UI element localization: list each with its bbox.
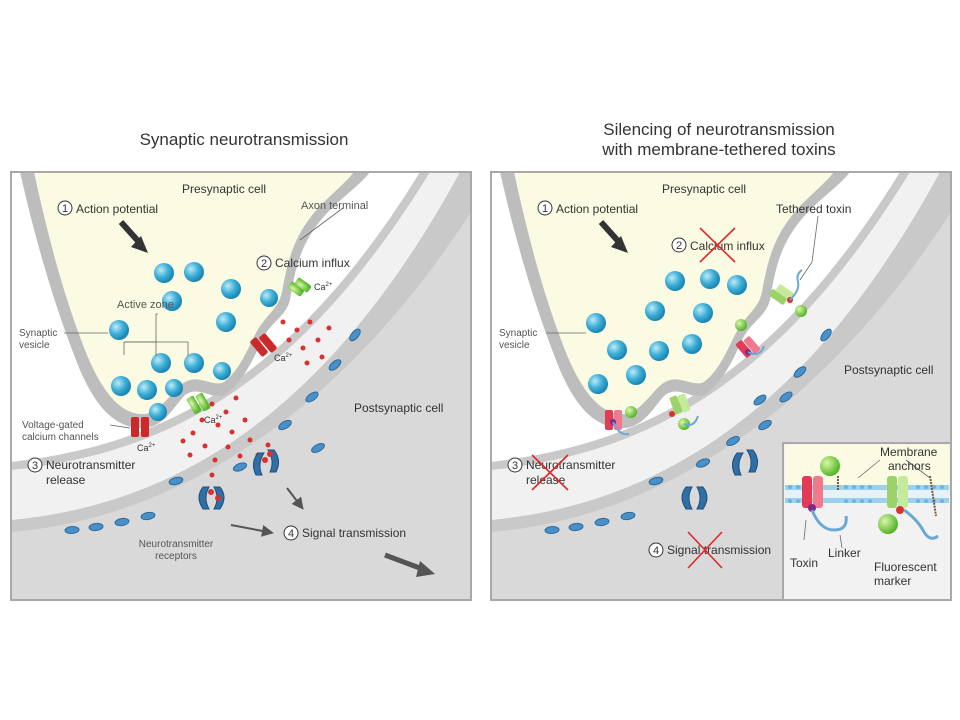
left-panel-title: Synaptic neurotransmission (140, 130, 349, 149)
svg-text:3: 3 (32, 460, 38, 472)
synaptic-vesicle-label-2: vesicle (19, 340, 50, 351)
step-1-right: 1 Action potential (537, 200, 638, 216)
svg-text:1: 1 (542, 203, 548, 215)
svg-text:Calcium influx: Calcium influx (690, 239, 765, 253)
svg-text:Neurotransmitter: Neurotransmitter (46, 458, 135, 472)
blocked-x-icon (699, 227, 736, 263)
svg-text:2: 2 (676, 240, 682, 252)
neurotransmitter-molecules (180, 319, 332, 478)
active-zone-label: Active zone (117, 299, 174, 311)
svg-text:Ca2+: Ca2+ (204, 415, 223, 425)
svg-text:4: 4 (288, 528, 294, 540)
right-panel-title-line2: with membrane-tethered toxins (601, 140, 835, 159)
postsynaptic-receptors-right (681, 449, 759, 510)
toxin-label: Toxin (790, 556, 818, 570)
svg-text:2: 2 (261, 258, 267, 270)
voltage-gated-label-2: calcium channels (22, 432, 99, 443)
right-panel: Silencing of neurotransmission with memb… (490, 120, 952, 601)
svg-text:Ca2+: Ca2+ (137, 443, 156, 453)
calcium-channel (186, 277, 312, 415)
step-2-right: 2 Calcium influx (671, 227, 765, 263)
svg-text:Calcium influx: Calcium influx (275, 256, 350, 270)
blocked-x-icon (531, 454, 569, 491)
axon-terminal-label: Axon terminal (301, 200, 368, 212)
step-3-right: 3 Neurotransmitter release (507, 454, 615, 491)
tethered-toxin-label: Tethered toxin (776, 202, 851, 216)
membrane-anchors-label-2: anchors (888, 459, 931, 473)
step-4: 4 Signal transmission (283, 525, 406, 541)
linker-label: Linker (828, 546, 861, 560)
voltage-gated-label: Voltage-gated (22, 420, 84, 431)
synaptic-vesicles-right (586, 269, 747, 394)
left-panel: Synaptic neurotransmission (10, 130, 472, 601)
postsynaptic-cell-label: Postsynaptic cell (354, 401, 443, 415)
step-2: 2 Calcium influx (256, 255, 350, 271)
synaptic-vesicles (109, 262, 278, 421)
postsynaptic-membrane-pores-right (544, 328, 832, 535)
svg-text:Ca2+: Ca2+ (314, 282, 333, 292)
calcium-ion-labels: Ca2+ Ca2+ Ca2+ Ca2+ (137, 282, 333, 453)
synaptic-vesicle-label: Synaptic (19, 328, 57, 339)
synaptic-vesicle-label-right: Synaptic (499, 328, 537, 339)
receptors-label-2: receptors (155, 551, 197, 562)
svg-text:3: 3 (512, 460, 518, 472)
step-3: 3 Neurotransmitter release (27, 457, 135, 487)
postsynaptic-membrane-pores (64, 328, 361, 535)
fluorescent-marker-label-2: marker (874, 574, 911, 588)
svg-text:Signal transmission: Signal transmission (667, 543, 771, 557)
voltage-gated-channel (131, 333, 277, 437)
blocked-x-icon (687, 531, 723, 569)
svg-text:Neurotransmitter: Neurotransmitter (526, 458, 615, 472)
svg-text:release: release (526, 473, 566, 487)
svg-text:4: 4 (653, 545, 659, 557)
svg-text:release: release (46, 473, 86, 487)
svg-text:Signal transmission: Signal transmission (302, 526, 406, 540)
svg-text:Ca2+: Ca2+ (274, 353, 293, 363)
tethered-toxin (605, 269, 807, 436)
synaptic-vesicle-label-right-2: vesicle (499, 340, 530, 351)
svg-text:Action potential: Action potential (556, 202, 638, 216)
inset-detail: Membrane anchors Toxin Linker Fluorescen… (782, 442, 952, 601)
svg-text:1: 1 (62, 203, 68, 215)
postsynaptic-cell-label-right: Postsynaptic cell (844, 363, 933, 377)
membrane-anchors-label: Membrane (880, 445, 938, 459)
presynaptic-cell-label: Presynaptic cell (182, 182, 266, 196)
step-1: 1 Action potential (57, 200, 158, 216)
flow-arrows (118, 219, 435, 577)
step-4-right: 4 Signal transmission (648, 531, 771, 569)
svg-text:Action potential: Action potential (76, 202, 158, 216)
fluorescent-marker-label: Fluorescent (874, 560, 937, 574)
right-panel-title-line1: Silencing of neurotransmission (603, 120, 835, 139)
receptors-label: Neurotransmitter (139, 539, 214, 550)
presynaptic-cell-label-right: Presynaptic cell (662, 182, 746, 196)
neurotransmitter-receptor (198, 449, 280, 510)
